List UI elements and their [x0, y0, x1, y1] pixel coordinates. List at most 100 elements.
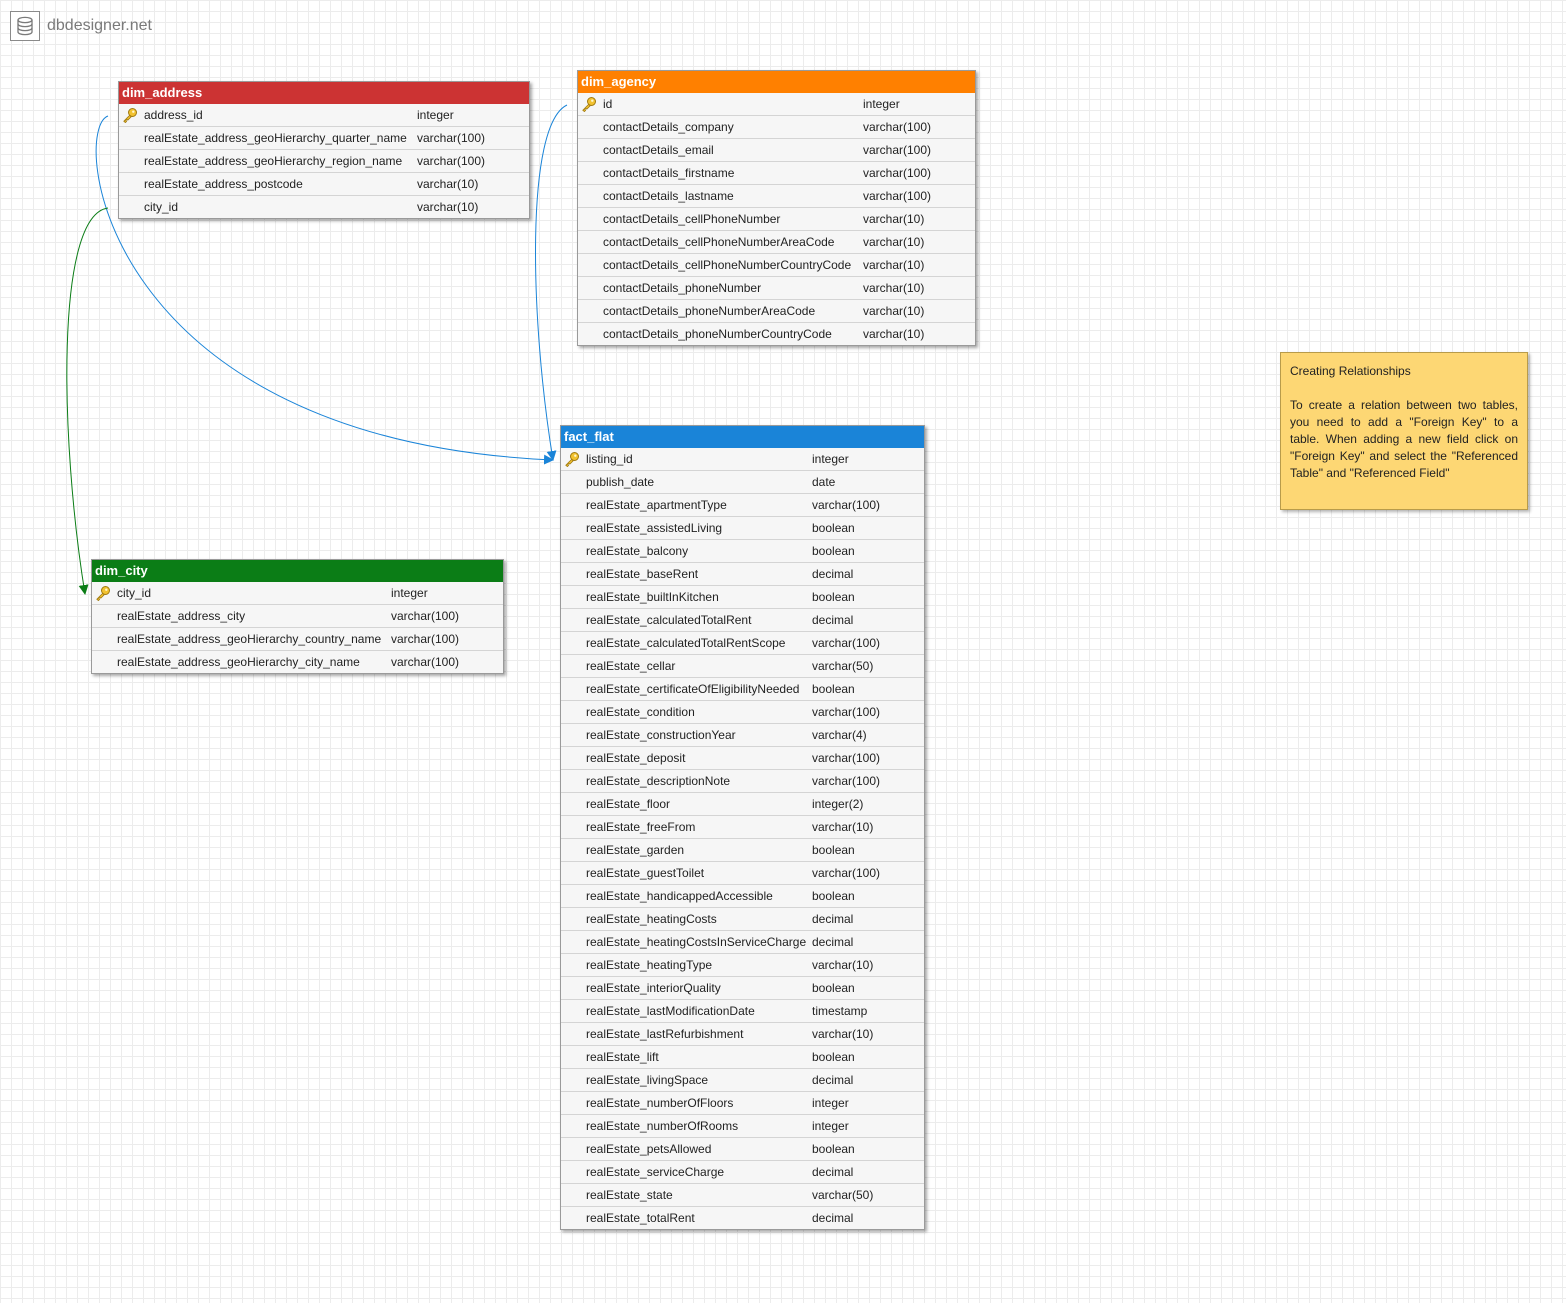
table-title[interactable]: dim_address [119, 82, 529, 104]
field-name: realEstate_lift [586, 1050, 659, 1064]
primary-key-icon [581, 96, 597, 113]
table-field-row[interactable]: realEstate_baseRent decimal [561, 562, 924, 585]
field-name: realEstate_assistedLiving [586, 521, 723, 535]
field-name: realEstate_livingSpace [586, 1073, 709, 1087]
field-name: realEstate_cellar [586, 659, 676, 673]
table-field-row[interactable]: realEstate_address_geoHierarchy_country_… [92, 627, 503, 650]
field-name: realEstate_numberOfRooms [586, 1119, 739, 1133]
field-type: decimal [812, 567, 854, 581]
table-field-row[interactable]: contactDetails_cellPhoneNumberCountryCod… [578, 253, 975, 276]
table-field-row[interactable]: contactDetails_lastname varchar(100) [578, 184, 975, 207]
field-type: boolean [812, 981, 855, 995]
table-title[interactable]: dim_agency [578, 71, 975, 93]
field-name: contactDetails_company [603, 120, 734, 134]
field-type: decimal [812, 935, 854, 949]
table-field-row[interactable]: realEstate_address_geoHierarchy_region_n… [119, 149, 529, 172]
brand[interactable]: dbdesigner.net [10, 10, 152, 42]
table-field-row[interactable]: realEstate_address_geoHierarchy_city_nam… [92, 650, 503, 673]
field-name: contactDetails_lastname [603, 189, 734, 203]
field-type: decimal [812, 1165, 854, 1179]
field-name: realEstate_address_postcode [144, 177, 303, 191]
primary-key-icon [95, 585, 111, 602]
field-type: varchar(10) [417, 200, 479, 214]
link-agency-to-fact[interactable] [535, 104, 568, 461]
field-type: varchar(100) [417, 154, 486, 168]
field-type: boolean [812, 889, 855, 903]
field-type: varchar(100) [391, 632, 460, 646]
field-name: realEstate_heatingType [586, 958, 713, 972]
link-address-city-to-dim-city[interactable] [66, 207, 109, 595]
field-name: realEstate_freeFrom [586, 820, 696, 834]
table-field-row[interactable]: realEstate_freeFrom varchar(10) [561, 815, 924, 838]
field-type: varchar(10) [812, 820, 874, 834]
field-type: varchar(100) [863, 189, 932, 203]
database-icon [10, 11, 40, 41]
field-name: contactDetails_firstname [603, 166, 735, 180]
table-title[interactable]: fact_flat [561, 426, 924, 448]
field-type: varchar(100) [812, 751, 881, 765]
table-field-row[interactable]: realEstate_address_geoHierarchy_quarter_… [119, 126, 529, 149]
field-name: realEstate_heatingCostsInServiceCharge [586, 935, 807, 949]
table-field-row[interactable]: realEstate_heatingCostsInServiceCharge de… [561, 930, 924, 953]
table-title[interactable]: dim_city [92, 560, 503, 582]
field-type: boolean [812, 544, 855, 558]
field-name: contactDetails_email [603, 143, 714, 157]
help-note[interactable]: Creating Relationships To create a relat… [1280, 352, 1528, 510]
field-type: varchar(100) [812, 774, 881, 788]
table-field-row[interactable]: realEstate_certificateOfEligibilityNeede… [561, 677, 924, 700]
field-name: realEstate_address_geoHierarchy_region_n… [144, 154, 403, 168]
field-type: timestamp [812, 1004, 868, 1018]
field-name: realEstate_baseRent [586, 567, 699, 581]
field-type: boolean [812, 843, 855, 857]
field-name: contactDetails_phoneNumberCountryCode [603, 327, 832, 341]
